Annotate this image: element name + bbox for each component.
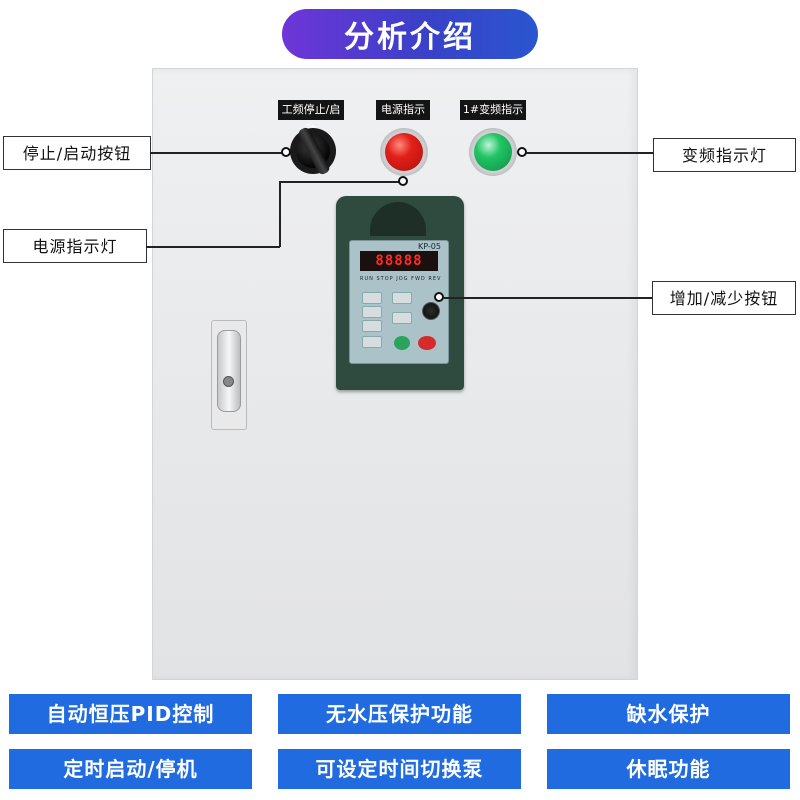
power-nameplate: 电源指示 [376,100,430,120]
callout-line [526,152,654,154]
callout-line [279,181,281,247]
feature-badge: 定时启动/停机 [9,749,252,789]
inverter-led-display: 88888 [360,251,438,271]
callout-dot [281,147,291,157]
callout-line [150,152,284,154]
inverter-status-labels: RUN STOP JOG FWD REV [360,276,442,282]
inverter-down-key[interactable] [392,312,412,324]
inverter-key[interactable] [362,306,382,318]
inverter-up-key[interactable] [392,292,412,304]
inverter-model-label: KP-05 [418,242,441,251]
callout-line [146,246,280,248]
feature-badge: 自动恒压PID控制 [9,694,252,734]
feature-badge: 无水压保护功能 [278,694,521,734]
door-latch-handle[interactable] [217,330,241,412]
inverter-key[interactable] [362,292,382,304]
inverter-run-button[interactable] [394,336,410,350]
switch-nameplate: 工频停止/启动 [278,100,344,136]
callout-line [279,181,399,183]
callout-line [443,297,653,299]
callout-dot [398,176,408,186]
feature-badge: 缺水保护 [547,694,790,734]
page-title: 分析介绍 [282,9,538,59]
lock-icon [223,376,234,387]
inverter-key[interactable] [362,320,382,332]
callout-vfd-lamp: 变频指示灯 [653,138,796,172]
callout-power-lamp: 电源指示灯 [3,229,147,263]
inverter-adjust-dial[interactable] [422,302,440,320]
power-indicator-lamp [385,133,423,171]
inverter-key[interactable] [362,336,382,348]
vfd-indicator-lamp [474,133,512,171]
callout-stop-start: 停止/启动按钮 [3,136,151,170]
feature-badge: 休眠功能 [547,749,790,789]
vfd-nameplate: 1#变频指示 [460,100,526,120]
callout-up-down: 增加/减少按钮 [652,281,796,315]
inverter-stop-button[interactable] [418,336,436,350]
feature-badge: 可设定时间切换泵 [278,749,521,789]
